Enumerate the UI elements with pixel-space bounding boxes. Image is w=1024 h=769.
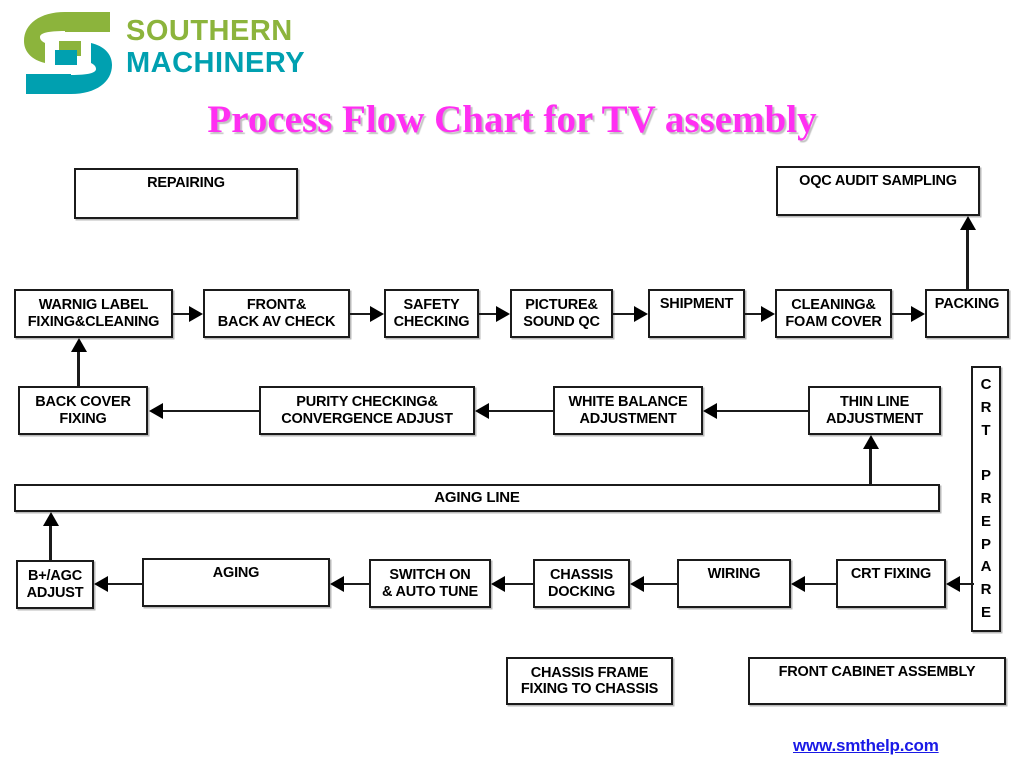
node-label: B+/AGC ADJUST xyxy=(26,568,84,601)
edge-arrowhead-left xyxy=(946,576,960,592)
edge-shipment-to-cleaning xyxy=(745,313,765,315)
southern-machinery-s-logo-icon xyxy=(18,10,118,96)
company-logo: SOUTHERN MACHINERY xyxy=(18,8,358,96)
node-label: CRT FIXING xyxy=(850,566,932,582)
node-aging[interactable]: AGING xyxy=(142,558,330,607)
edge-arrowhead-left xyxy=(330,576,344,592)
company-name: SOUTHERN MACHINERY xyxy=(126,17,356,78)
node-safety-checking[interactable]: SAFETY CHECKING xyxy=(384,289,479,338)
node-label: SAFETY CHECKING xyxy=(393,297,470,330)
edge-packing-to-oqc xyxy=(966,228,969,290)
edge-chassisdocking-to-switchon xyxy=(505,583,533,585)
edge-arrowhead-left xyxy=(94,576,108,592)
node-label: C R T P R E P A R E xyxy=(980,376,992,621)
node-picture-sound-qc[interactable]: PICTURE& SOUND QC xyxy=(510,289,613,338)
edge-arrowhead-left xyxy=(703,403,717,419)
node-crt-prepare[interactable]: C R T P R E P A R E xyxy=(971,366,1001,632)
edge-crtfixing-to-wiring xyxy=(805,583,836,585)
node-label: PICTURE& SOUND QC xyxy=(523,297,600,330)
edge-switchon-to-aging xyxy=(344,583,369,585)
node-front-back-av-check[interactable]: FRONT& BACK AV CHECK xyxy=(203,289,350,338)
node-label: PACKING xyxy=(934,296,1000,312)
node-label: FRONT& BACK AV CHECK xyxy=(217,297,336,330)
edge-wiring-to-chassisdocking xyxy=(644,583,677,585)
node-label: SHIPMENT xyxy=(659,296,734,312)
edge-purity-to-backcover xyxy=(163,410,259,412)
edge-arrowhead-right xyxy=(189,306,203,322)
edge-arrowhead-left xyxy=(475,403,489,419)
node-label: WHITE BALANCE ADJUSTMENT xyxy=(568,394,688,427)
edge-thinline-to-whitebalance xyxy=(717,410,808,412)
node-purity-checking-convergence-adjust[interactable]: PURITY CHECKING& CONVERGENCE ADJUST xyxy=(259,386,475,435)
node-b-plus-agc-adjust[interactable]: B+/AGC ADJUST xyxy=(16,560,94,609)
edge-arrowhead-right xyxy=(911,306,925,322)
node-label: FRONT CABINET ASSEMBLY xyxy=(778,664,976,680)
node-label: SWITCH ON & AUTO TUNE xyxy=(381,567,479,600)
edge-warnig-to-front xyxy=(173,313,195,315)
node-switch-on-auto-tune[interactable]: SWITCH ON & AUTO TUNE xyxy=(369,559,491,608)
edge-arrowhead-left xyxy=(630,576,644,592)
node-front-cabinet-assembly[interactable]: FRONT CABINET ASSEMBLY xyxy=(748,657,1006,705)
node-repairing[interactable]: REPAIRING xyxy=(74,168,298,219)
edge-aging-to-bplusagc xyxy=(108,583,142,585)
node-packing[interactable]: PACKING xyxy=(925,289,1009,338)
edge-arrowhead-right xyxy=(370,306,384,322)
edge-agingline-to-thinline xyxy=(869,447,872,484)
edge-picture-to-shipment xyxy=(613,313,636,315)
node-wiring[interactable]: WIRING xyxy=(677,559,791,608)
edge-arrowhead-up xyxy=(960,216,976,230)
company-name-line2: MACHINERY xyxy=(126,47,306,79)
edge-bplusagc-to-agingline xyxy=(49,524,52,560)
edge-arrowhead-up xyxy=(43,512,59,526)
edge-safety-to-picture xyxy=(479,313,502,315)
edge-arrowhead-left xyxy=(149,403,163,419)
node-cleaning-foam-cover[interactable]: CLEANING& FOAM COVER xyxy=(775,289,892,338)
node-warnig-label-fixing-cleaning[interactable]: WARNIG LABEL FIXING&CLEANING xyxy=(14,289,173,338)
node-white-balance-adjustment[interactable]: WHITE BALANCE ADJUSTMENT xyxy=(553,386,703,435)
edge-crtprepare-to-crtfixing xyxy=(960,583,974,585)
node-label: WIRING xyxy=(707,566,761,582)
edge-arrowhead-right xyxy=(634,306,648,322)
edge-whitebalance-to-purity xyxy=(489,410,553,412)
edge-cleaning-to-packing xyxy=(892,313,913,315)
edge-front-to-safety xyxy=(350,313,376,315)
node-label: CHASSIS DOCKING xyxy=(547,567,616,600)
node-label: PURITY CHECKING& CONVERGENCE ADJUST xyxy=(281,394,453,427)
edge-arrowhead-up xyxy=(71,338,87,352)
company-name-line1: SOUTHERN xyxy=(126,15,293,47)
node-chassis-docking[interactable]: CHASSIS DOCKING xyxy=(533,559,630,608)
edge-backcover-to-warnig xyxy=(77,350,80,386)
edge-arrowhead-left xyxy=(491,576,505,592)
node-oqc-audit-sampling[interactable]: OQC AUDIT SAMPLING xyxy=(776,166,980,216)
node-label: REPAIRING xyxy=(147,175,225,191)
page-title: Process Flow Chart for TV assembly xyxy=(207,98,817,141)
node-label: THIN LINE ADJUSTMENT xyxy=(825,394,924,427)
edge-arrowhead-left xyxy=(791,576,805,592)
node-label: AGING xyxy=(212,565,260,581)
node-label: CLEANING& FOAM COVER xyxy=(785,297,882,330)
edge-arrowhead-up xyxy=(863,435,879,449)
node-back-cover-fixing[interactable]: BACK COVER FIXING xyxy=(18,386,148,435)
edge-arrowhead-right xyxy=(761,306,775,322)
node-crt-fixing[interactable]: CRT FIXING xyxy=(836,559,946,608)
node-label: OQC AUDIT SAMPLING xyxy=(799,173,957,189)
node-label: WARNIG LABEL FIXING&CLEANING xyxy=(27,297,160,330)
node-aging-line[interactable]: AGING LINE xyxy=(14,484,940,512)
node-shipment[interactable]: SHIPMENT xyxy=(648,289,745,338)
node-label: CHASSIS FRAME FIXING TO CHASSIS xyxy=(520,664,659,697)
node-label: AGING LINE xyxy=(434,488,520,506)
node-thin-line-adjustment[interactable]: THIN LINE ADJUSTMENT xyxy=(808,386,941,435)
edge-arrowhead-right xyxy=(496,306,510,322)
footer-website-link[interactable]: www.smthelp.com xyxy=(793,736,939,755)
node-label: BACK COVER FIXING xyxy=(35,394,131,427)
node-chassis-frame-fixing-to-chassis[interactable]: CHASSIS FRAME FIXING TO CHASSIS xyxy=(506,657,673,705)
